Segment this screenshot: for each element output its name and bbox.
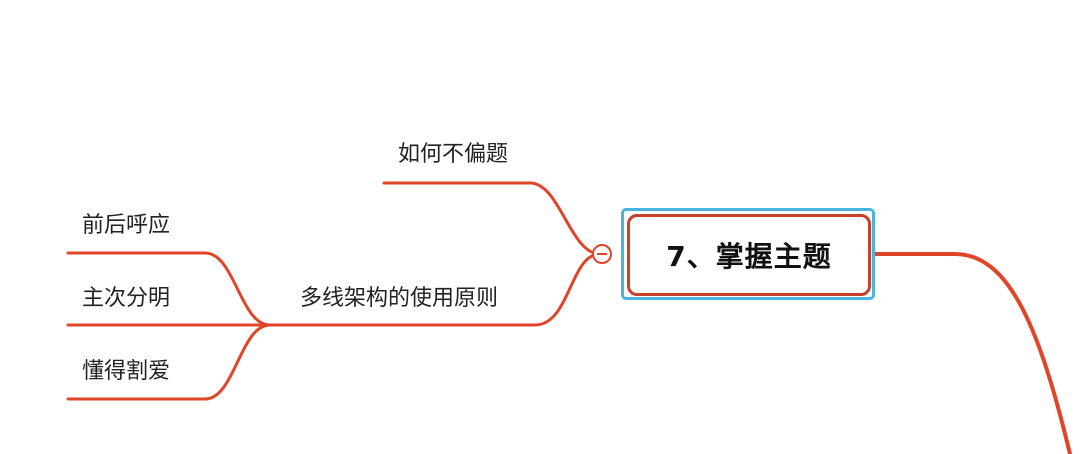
topic-duoxian-jiagou[interactable]: 多线架构的使用原则	[300, 286, 499, 311]
connector-child-3	[66, 323, 272, 401]
topic-zhuci-fenming[interactable]: 主次分明	[82, 286, 171, 311]
collapse-minus-bar	[597, 253, 607, 255]
topic-dongde-geai[interactable]: 懂得割爱	[82, 359, 171, 384]
connector-right-branch	[873, 252, 1072, 454]
connector-branch-1	[382, 181, 602, 256]
minus-circle-icon[interactable]	[592, 244, 612, 264]
connector-child-1	[66, 251, 272, 327]
connector-branch-2	[268, 252, 602, 327]
topic-qianhou-huying[interactable]: 前后呼应	[82, 213, 171, 238]
central-topic[interactable]: 7、掌握主题	[627, 214, 871, 296]
topic-ruhe-bu-pian-ti[interactable]: 如何不偏题	[398, 142, 509, 167]
